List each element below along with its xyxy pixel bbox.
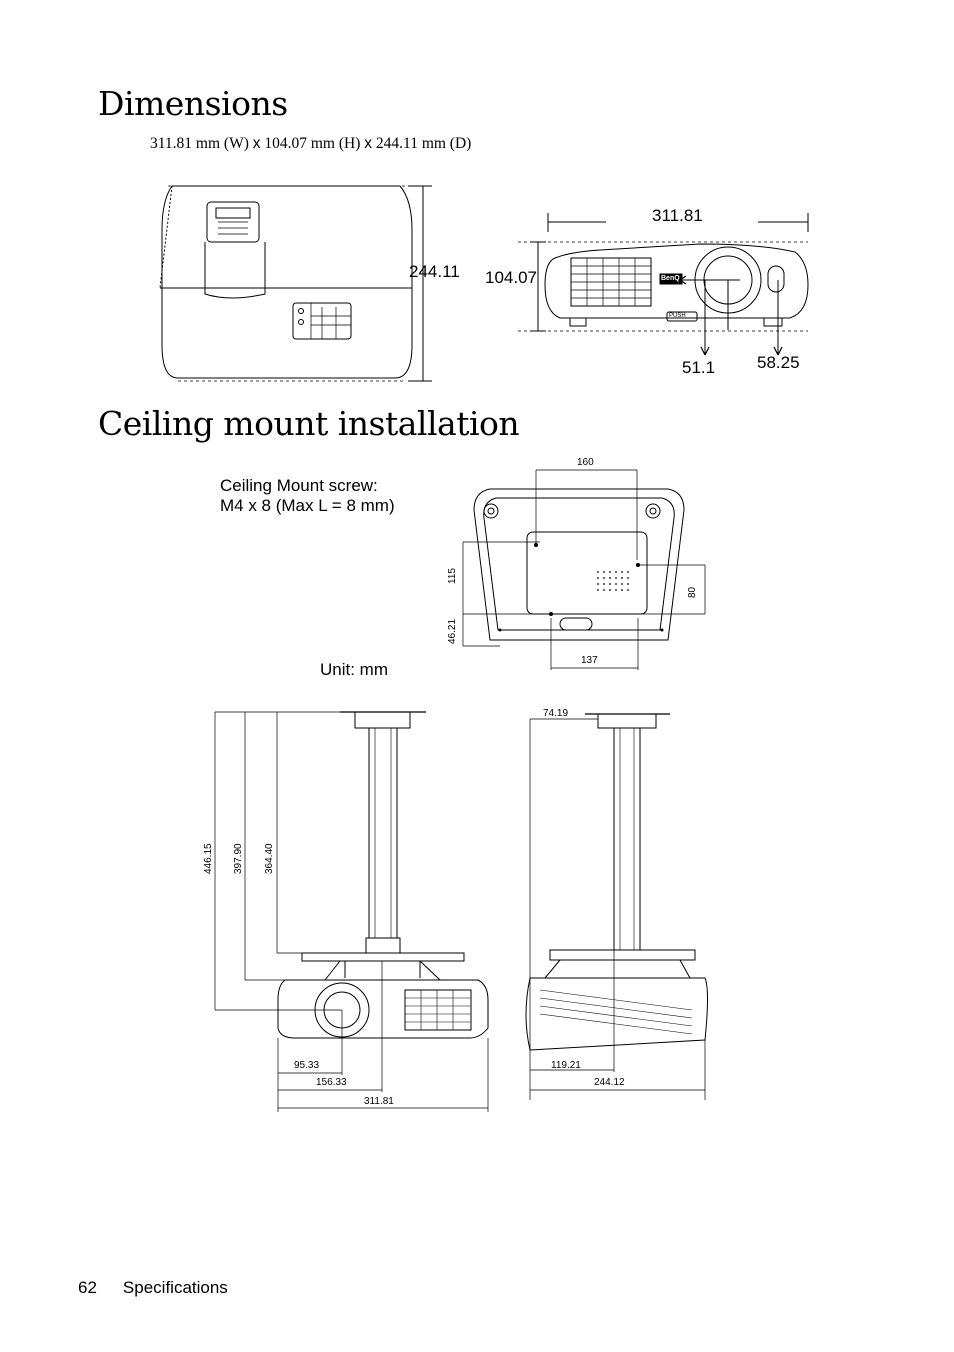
separator: x: [364, 135, 373, 152]
dim-95-33: 95.33: [294, 1060, 320, 1071]
depth-label: 244.11: [409, 262, 460, 281]
dim-137: 137: [581, 655, 598, 666]
depth-value: 244.11 mm (D): [375, 135, 472, 152]
dim-80: 80: [687, 586, 698, 598]
width-value: 311.81 mm (W): [150, 135, 249, 152]
page-number: 62: [78, 1278, 97, 1297]
height-value: 104.07 mm (H): [264, 135, 361, 152]
separator: x: [252, 135, 261, 152]
dim-160: 160: [577, 457, 594, 468]
screw-note: Ceiling Mount screw: M4 x 8 (Max L = 8 m…: [220, 476, 395, 516]
screw-note-line2: M4 x 8 (Max L = 8 mm): [220, 496, 395, 515]
lens-offset-a-label: 51.1: [682, 358, 716, 377]
dim-397-90: 397.90: [233, 843, 244, 874]
projector-top-view: [159, 185, 432, 382]
lens-offset-b-label: 58.25: [757, 353, 800, 372]
dim-156-33: 156.33: [316, 1077, 347, 1088]
height-label: 104.07: [485, 268, 537, 287]
dim-364-40: 364.40: [264, 843, 275, 874]
dim-446-15: 446.15: [203, 843, 214, 874]
dim-74-19: 74.19: [543, 708, 569, 719]
dim-119-21: 119.21: [551, 1060, 581, 1071]
push-label: PUSH: [669, 313, 686, 319]
dimensions-summary: 311.81 mm (W) x 104.07 mm (H) x 244.11 m…: [150, 135, 471, 153]
dim-244-12: 244.12: [594, 1077, 625, 1088]
ceiling-mount-heading: Ceiling mount installation: [98, 404, 520, 443]
ceiling-mount-front-view: [214, 711, 489, 1112]
dim-311-81: 311.81: [364, 1096, 394, 1107]
dim-46-21: 46.21: [447, 618, 458, 644]
page-footer: 62 Specifications: [78, 1278, 254, 1298]
ceiling-mount-side-view: [525, 713, 708, 1100]
width-label: 311.81: [652, 206, 703, 225]
section-name: Specifications: [122, 1278, 228, 1297]
projector-bottom-view: [462, 469, 706, 670]
dimensions-heading: Dimensions: [98, 84, 288, 123]
brand-logo: BenQ: [661, 275, 680, 282]
dim-115: 115: [447, 568, 458, 584]
unit-label: Unit: mm: [320, 660, 388, 679]
projector-front-view: [518, 213, 809, 356]
screw-note-line1: Ceiling Mount screw:: [220, 476, 378, 495]
